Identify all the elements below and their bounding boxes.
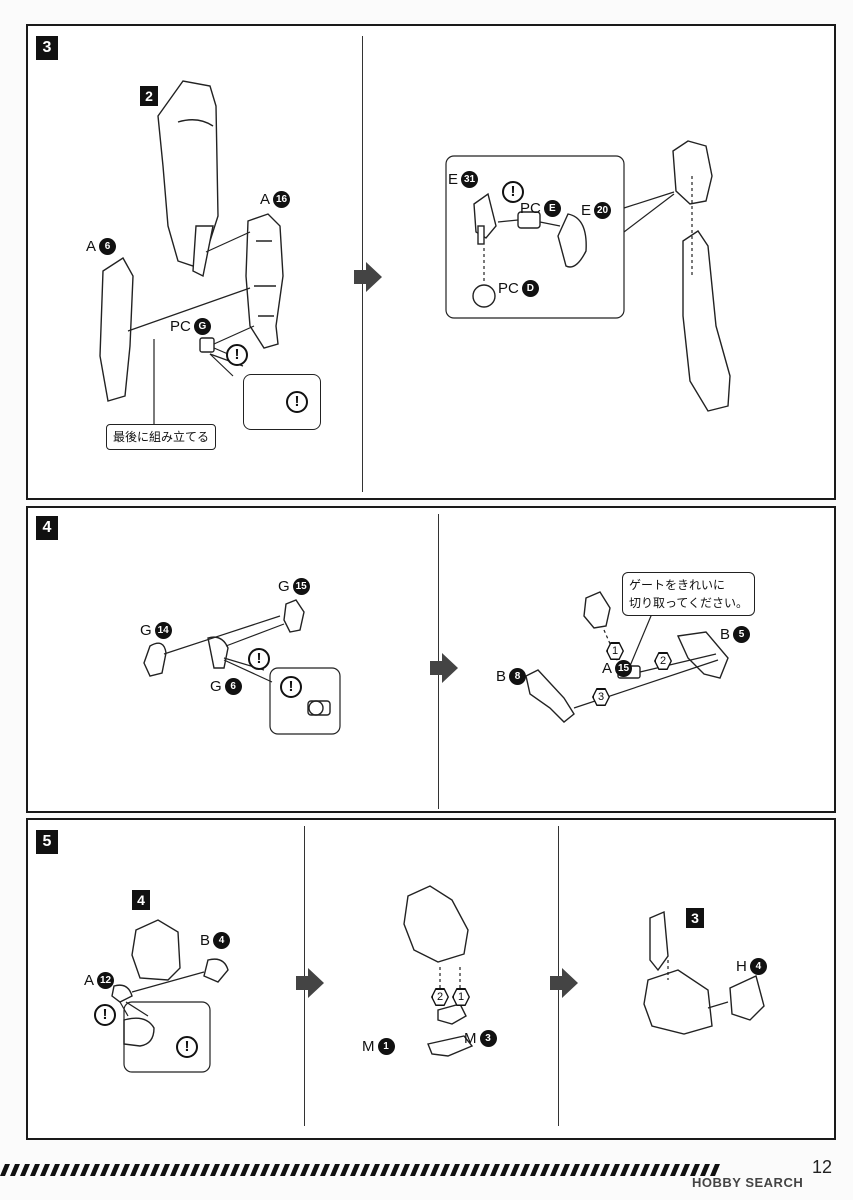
order-marker-2: 2	[654, 652, 672, 670]
next-step-arrow-icon	[430, 653, 458, 683]
gate-cutting-note: ゲートをきれいに 切り取ってください。	[622, 572, 756, 616]
page-number: 12	[812, 1157, 833, 1177]
exclamation-circle-icon: !	[502, 181, 524, 203]
panel-divider	[362, 36, 363, 492]
sub-assembly-badge: 2	[140, 86, 158, 106]
watermark: HOBBY SEARCH	[692, 1175, 804, 1190]
step-number-badge: 5	[36, 830, 58, 854]
exclamation-circle-icon: !	[94, 1004, 116, 1026]
exclamation-circle-icon: !	[248, 648, 270, 670]
step-3-illustration	[99, 80, 731, 426]
step-4-illustration	[143, 591, 729, 735]
sub-assembly-badge: 4	[132, 890, 150, 910]
order-marker-1: 1	[452, 988, 470, 1006]
exclamation-circle-icon: !	[286, 391, 308, 413]
exclamation-circle-icon: !	[176, 1036, 198, 1058]
step-3-panel: 3	[26, 24, 836, 500]
sub-assembly-badge: 3	[686, 908, 704, 928]
exclamation-circle-icon: !	[280, 676, 302, 698]
step-number-badge: 4	[36, 516, 58, 540]
step-number-badge: 3	[36, 36, 58, 60]
order-marker-3: 3	[592, 688, 610, 706]
detail-callout: !	[243, 374, 321, 430]
order-marker-1: 1	[606, 642, 624, 660]
exclamation-circle-icon: !	[226, 344, 248, 366]
next-step-arrow-icon	[354, 262, 382, 292]
next-step-arrow-icon	[550, 968, 578, 998]
next-step-arrow-icon	[296, 968, 324, 998]
footer-stripe-bar	[0, 1164, 720, 1176]
assembly-note: 最後に組み立てる	[106, 424, 217, 450]
step-5-illustration	[111, 885, 765, 1073]
order-marker-2: 2	[431, 988, 449, 1006]
